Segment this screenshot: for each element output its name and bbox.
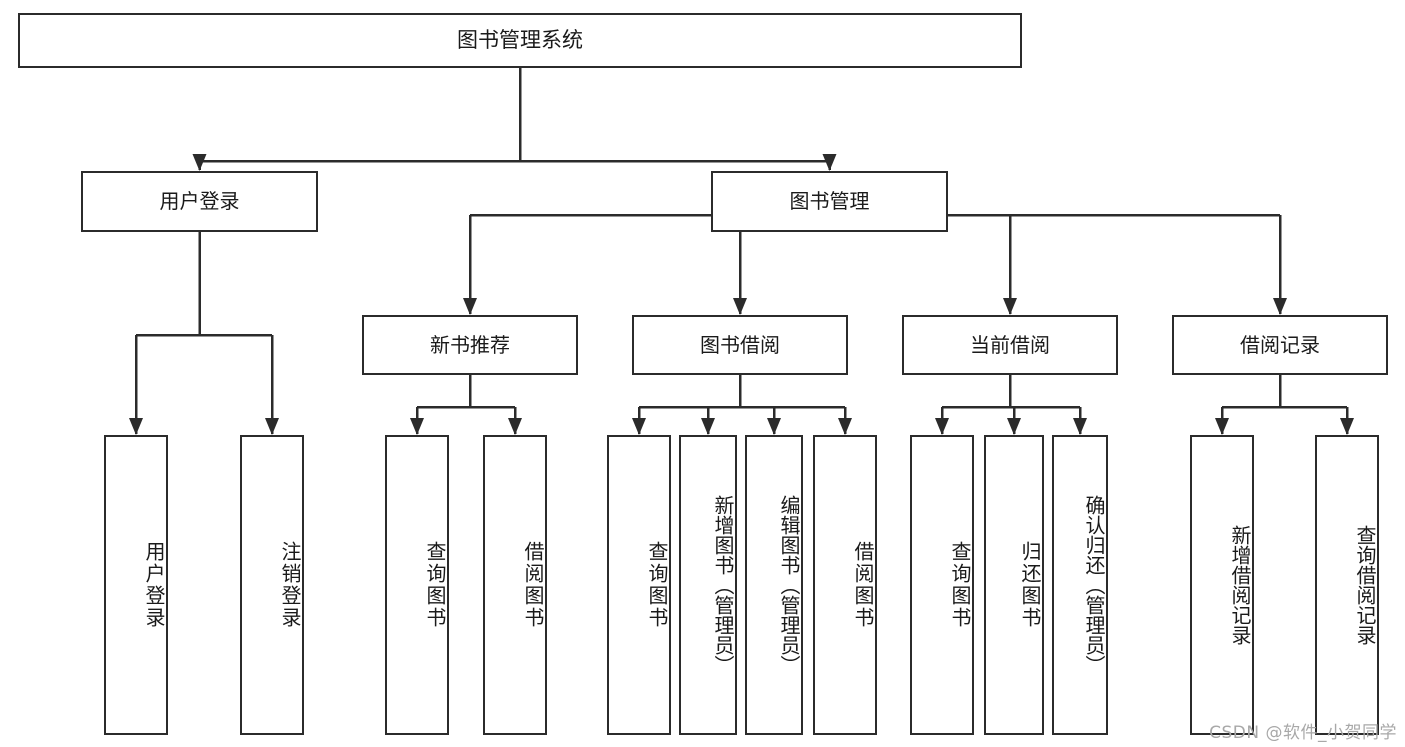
node-bookmgmt: 图书管理 [711,171,948,232]
node-leaf-bq-borrow: 借阅图书 [813,435,877,735]
node-record: 借阅记录 [1172,315,1388,375]
node-label: 归还图书 [1018,541,1042,629]
node-leaf-cur-query: 查询图书 [910,435,974,735]
node-label: 注销登录 [278,541,302,629]
node-leaf-bq-add: 新增图书（管理员） [679,435,737,735]
node-label: 查询图书 [948,541,972,629]
node-label: 图书借阅 [700,332,780,357]
node-borrow: 图书借阅 [632,315,848,375]
watermark: CSDN @软件_小贺同学 [1209,723,1397,743]
node-root: 图书管理系统 [18,13,1022,68]
node-leaf-rec-query: 查询借阅记录 [1315,435,1379,735]
node-label: 确认归还（管理员） [1082,495,1106,675]
node-label: 用户登录 [142,541,166,629]
node-label: 编辑图书（管理员） [777,495,801,675]
node-label: 查询图书 [423,541,447,629]
node-leaf-cur-confirm: 确认归还（管理员） [1052,435,1108,735]
node-newbook: 新书推荐 [362,315,578,375]
node-leaf-new-query: 查询图书 [385,435,449,735]
node-label: 新书推荐 [430,332,510,357]
node-label: 新增图书（管理员） [711,495,735,675]
node-label: 查询图书 [645,541,669,629]
node-leaf-rec-add: 新增借阅记录 [1190,435,1254,735]
node-leaf-new-borrow: 借阅图书 [483,435,547,735]
node-label: 借阅图书 [521,541,545,629]
node-leaf-bq-query: 查询图书 [607,435,671,735]
node-leaf-bq-edit: 编辑图书（管理员） [745,435,803,735]
node-label: 图书管理 [789,189,870,213]
node-label: 查询借阅记录 [1353,525,1377,645]
node-label: 借阅图书 [851,541,875,629]
node-login: 用户登录 [81,171,318,232]
node-label: 用户登录 [159,189,240,213]
node-label: 借阅记录 [1240,332,1320,357]
node-leaf-cur-return: 归还图书 [984,435,1044,735]
node-label: 图书管理系统 [457,28,583,53]
node-label: 当前借阅 [970,332,1050,357]
node-label: 新增借阅记录 [1228,525,1252,645]
node-leaf-user-logout: 注销登录 [240,435,304,735]
node-leaf-user-login: 用户登录 [104,435,168,735]
node-current: 当前借阅 [902,315,1118,375]
